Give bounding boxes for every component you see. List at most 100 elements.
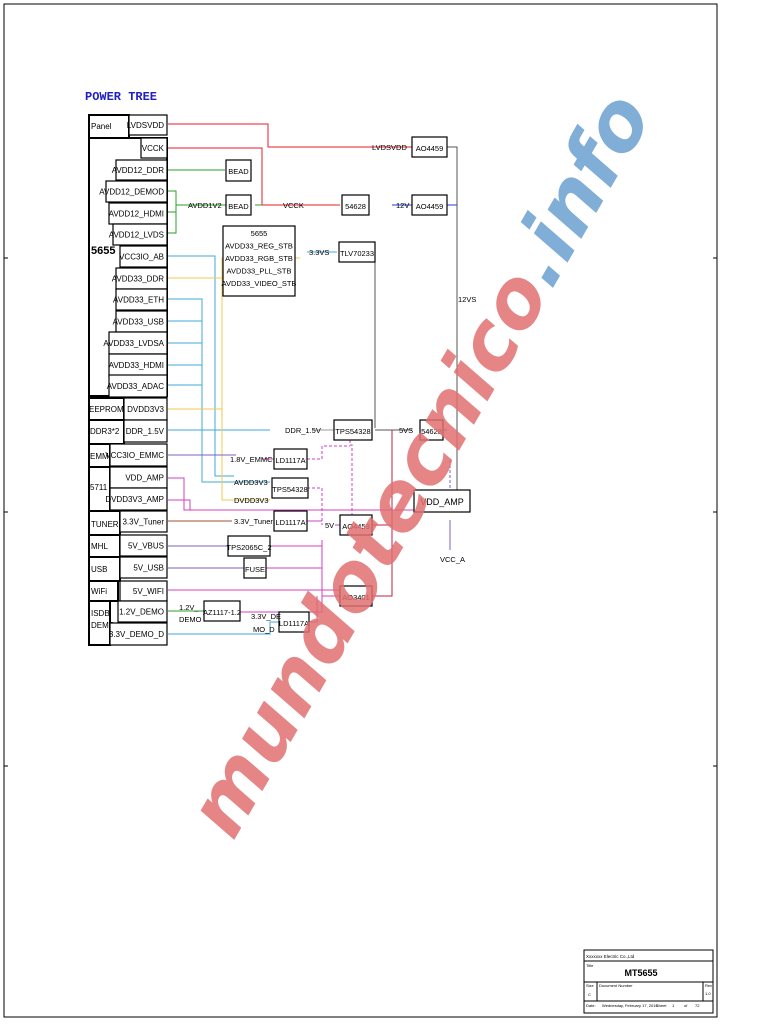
rail-label: 3.3V_DEMO_D (109, 630, 164, 639)
load-group-label: DDR3*2 (90, 427, 120, 436)
watermark-text-suffix: .info (487, 77, 670, 301)
net-1-8v-emmc: 1.8V_EMMC (230, 455, 273, 464)
rail-label: LVDSVDD (127, 121, 164, 130)
net-3-3v-tuner: 3.3V_Tuner (234, 517, 273, 526)
load-group-label: EEPROM (89, 405, 124, 414)
load-group-label: USB (91, 565, 107, 574)
load-group-label: DEMO (91, 621, 115, 630)
rail-box (108, 374, 168, 398)
wires (168, 123, 458, 635)
rail-label: VCC3IO_AB (119, 253, 164, 262)
net-12vs: 12VS (458, 295, 476, 304)
az1117-label: AZ1117-1.2 (203, 608, 241, 617)
tlv70233 (338, 241, 376, 263)
ao4459-mid (411, 194, 448, 216)
stb-line: AVDD33_REG_STB (225, 242, 293, 251)
tps54328-avdd-label: TPS54328 (272, 485, 307, 494)
c54628-mid (419, 419, 444, 441)
ld1117a-tuner-label: LD1117A (275, 518, 305, 527)
ao4459-5v-label: AO4459 (342, 522, 370, 531)
net-1-2v-demo-b: DEMO (179, 615, 202, 624)
tb-company: Xxxxxxx Electric Co.,Ltd (586, 954, 635, 959)
tb-title-label: Title (586, 963, 594, 968)
stb-line: AVDD33_VIDEO_STB (222, 279, 297, 288)
net-3-3v-demo-a: 3.3V_DE (251, 612, 281, 621)
ao3401 (339, 585, 373, 607)
rail-label: AVDD33_LVDSA (103, 339, 164, 348)
rail-label: AVDD12_DEMOD (99, 188, 164, 197)
net-lvdsvdd: LVDSVDD (372, 143, 407, 152)
vdd-amp-block (413, 489, 471, 513)
rail-box (109, 487, 168, 511)
rail-label: VDD_AMP (125, 474, 164, 483)
components: AO4459 AO4459 54628 BEAD BEAD 5655AVDD33… (203, 136, 471, 633)
net-dvdd3v3: DVDD3V3 (234, 496, 269, 505)
az1117 (203, 600, 241, 622)
stb-block-text: 5655AVDD33_REG_STBAVDD33_RGB_STBAVDD33_P… (222, 229, 297, 288)
rail-label: AVDD12_DDR (112, 166, 165, 175)
tb-rev-label: Rev (705, 983, 712, 988)
rail-box (109, 622, 168, 646)
rail-label: 5V_USB (133, 564, 164, 573)
rail-label: DVDD3V3 (127, 405, 164, 414)
tb-size: Size (586, 983, 595, 988)
load-group-label: TUNER (91, 520, 119, 529)
rail-box (117, 600, 168, 623)
fuse-label: FUSE (245, 565, 265, 574)
rail-label: 3.3V_Tuner (122, 518, 164, 527)
tps54328-ddr (333, 419, 373, 441)
rail-box (109, 443, 168, 467)
load-group-label: Panel (91, 122, 112, 131)
net-3-3v-demo-b: MO_D (253, 625, 275, 634)
tps54328-avdd (271, 477, 309, 499)
tb-of: of (684, 1003, 688, 1008)
c54628-mid-label: 54628 (421, 427, 442, 436)
rail-box (115, 159, 168, 181)
ld1117a-demo-label: LD1117A (279, 619, 309, 628)
stb-line: AVDD33_PLL_STB (227, 267, 292, 276)
rail-label: VCCK (142, 144, 165, 153)
ao4459-mid-label: AO4459 (416, 202, 444, 211)
net-5v: 5V (325, 521, 334, 530)
c54628-top (341, 194, 370, 216)
net-ddr-1-5v: DDR_1.5V (285, 426, 321, 435)
bead-2-label: BEAD (228, 202, 249, 211)
ld1117a-demo (278, 611, 310, 633)
load-group-label: MHL (91, 542, 108, 551)
ld1117a-emmc-label: LD1117A (275, 456, 305, 465)
net-5vs: 5VS (399, 426, 413, 435)
load-group-label: ISDB (91, 609, 110, 618)
rail-box (128, 114, 168, 136)
watermark: mundotecnico .info (169, 77, 670, 852)
bead-1 (225, 159, 252, 182)
rail-box (123, 419, 168, 443)
rail-box (112, 223, 168, 246)
load-group-label: EMMC (90, 452, 115, 461)
rail-label: AVDD12_LVDS (109, 231, 164, 240)
tb-rev: 1.0 (705, 991, 711, 996)
rail-label: 5V_WIFI (133, 587, 164, 596)
ao4459-5v (339, 514, 373, 536)
rail-label: AVDD33_ETH (113, 296, 164, 305)
rail-box (119, 534, 168, 557)
rail-box (115, 288, 168, 311)
rail-box (119, 556, 168, 579)
rail-label: DDR_1.5V (126, 427, 165, 436)
stb-block (222, 225, 296, 297)
rail-label: AVDD33_HDMI (109, 361, 164, 370)
tlv70233-label: TLV70233 (340, 249, 374, 258)
ao3401-label: AO3401 (342, 593, 370, 602)
tps54328-ddr-label: TPS54328 (335, 427, 370, 436)
ld1117a-tuner (273, 510, 308, 532)
rail-label: 1.2V_DEMO (119, 608, 164, 617)
tb-date-label: Date: (586, 1003, 596, 1008)
page-title: POWER TREE (85, 90, 157, 104)
rail-label: AVDD33_ADAC (107, 382, 164, 391)
net-3-3vs: 3.3VS (309, 248, 329, 257)
net-1-2v-demo-a: 1.2V_ (179, 603, 199, 612)
rail-label: AVDD33_DDR (112, 275, 165, 284)
bead-2 (225, 194, 252, 216)
tb-size-val: C (588, 992, 591, 997)
